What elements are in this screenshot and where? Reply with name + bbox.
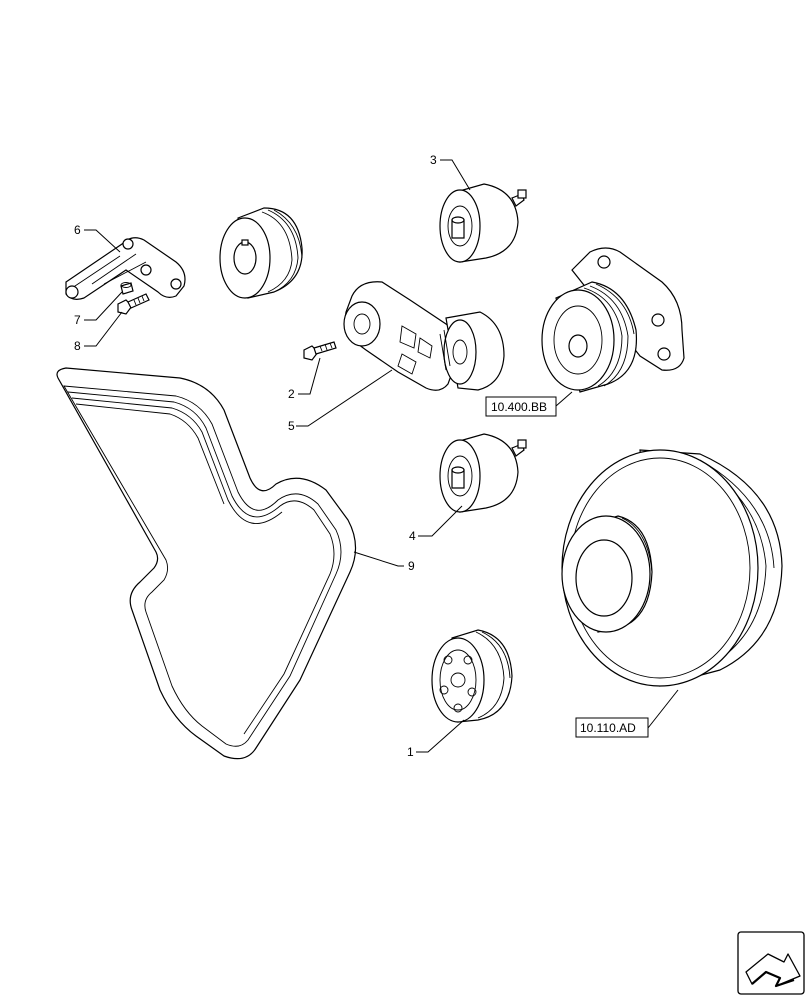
part-9-poly-v-belt [56, 367, 357, 760]
callout-label: 3 [430, 153, 437, 167]
callout-2: 2 [288, 357, 321, 401]
reference-crankshaft-damper[interactable]: 10.110.AD [575, 689, 679, 738]
next-page-arrow-icon[interactable] [737, 931, 805, 995]
callout-label: 9 [408, 559, 415, 573]
part-1-pulley [431, 629, 513, 723]
callout-8: 8 [74, 311, 123, 353]
reference-label: 10.110.AD [580, 721, 636, 735]
reference-water-pump[interactable]: 10.400.BB [485, 391, 573, 417]
water-pump [541, 247, 685, 393]
part-7-pin [120, 282, 134, 295]
part-8-bolt [117, 293, 150, 315]
callout-label: 4 [409, 529, 416, 543]
part-4-idler-roller [439, 433, 527, 513]
callout-7: 7 [74, 291, 123, 327]
part-5-tensioner [343, 281, 505, 391]
part-6-bracket [65, 237, 186, 300]
callout-1: 1 [407, 719, 465, 759]
crankshaft-damper [561, 449, 783, 687]
part-2-screw [303, 341, 337, 361]
callout-3: 3 [430, 153, 471, 191]
callout-4: 4 [409, 505, 463, 543]
callout-label: 5 [288, 419, 295, 433]
callout-9: 9 [353, 551, 415, 573]
callout-label: 8 [74, 339, 81, 353]
callout-5: 5 [288, 369, 393, 433]
callout-label: 2 [288, 387, 295, 401]
part-3-idler-roller [439, 183, 527, 263]
callout-6: 6 [74, 223, 121, 253]
reference-label: 10.400.BB [491, 400, 547, 414]
callout-label: 1 [407, 745, 414, 759]
callout-label: 7 [74, 313, 81, 327]
callout-label: 6 [74, 223, 81, 237]
grooved-pulley [219, 207, 303, 299]
